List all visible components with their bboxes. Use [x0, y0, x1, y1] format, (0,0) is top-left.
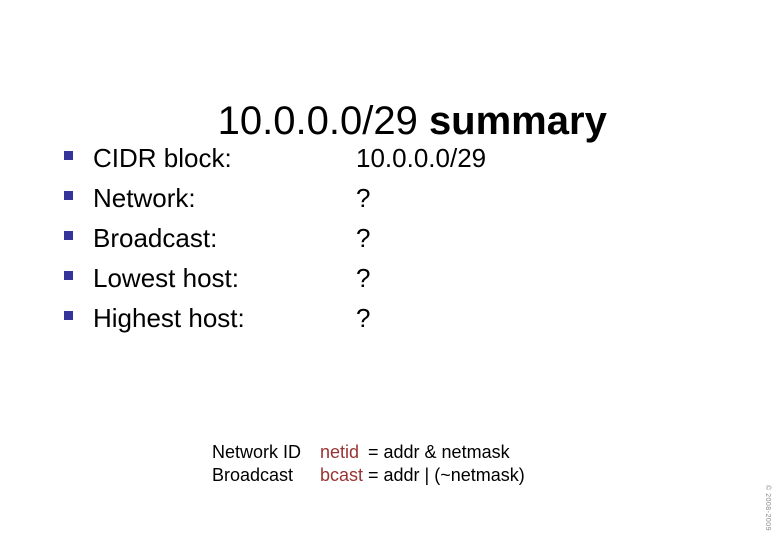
formula-row-bcast: Broadcast bcast = addr | (~netmask) [212, 464, 525, 487]
bullet-row-lowest-host: Lowest host: ? [63, 263, 703, 303]
formula-expression: = addr & netmask [368, 442, 510, 462]
formula-term: netid [320, 442, 360, 462]
bullet-value: ? [356, 303, 371, 333]
formula-row-netid: Network ID netid = addr & netmask [212, 441, 525, 464]
formula-name: Broadcast [212, 465, 294, 485]
formula-term: bcast [320, 465, 364, 485]
bullet-row-highest-host: Highest host: ? [63, 303, 703, 343]
copyright-vertical-text: © 2008-2009 [764, 485, 771, 532]
slide-title: 10.0.0.0/29 summary [0, 55, 780, 187]
formula-name: Network ID [212, 442, 302, 462]
bullet-label: CIDR block: [93, 143, 232, 173]
bullet-square-icon [64, 191, 73, 200]
bullet-value: 10.0.0.0/29 [356, 143, 487, 173]
bullet-value: ? [356, 223, 371, 253]
bullet-square-icon [64, 231, 73, 240]
formula-expression: = addr | (~netmask) [368, 465, 525, 485]
bullet-label: Network: [93, 183, 196, 213]
bullet-value: ? [356, 183, 371, 213]
bullet-square-icon [64, 271, 73, 280]
bullet-label: Lowest host: [93, 263, 239, 293]
formula-block: Network ID netid = addr & netmask Broadc… [212, 441, 525, 487]
bullet-square-icon [64, 151, 73, 160]
slide-title-emphasis: summary [428, 99, 607, 143]
bullet-label: Broadcast: [93, 223, 218, 253]
slide-title-prefix: 10.0.0.0/29 [217, 99, 429, 143]
bullet-row-network: Network: ? [63, 183, 703, 223]
bullet-label: Highest host: [93, 303, 245, 333]
summary-bullet-list: CIDR block: 10.0.0.0/29 Network: ? Broad… [63, 143, 703, 343]
bullet-row-broadcast: Broadcast: ? [63, 223, 703, 263]
bullet-square-icon [64, 311, 73, 320]
bullet-row-cidr-block: CIDR block: 10.0.0.0/29 [63, 143, 703, 183]
bullet-value: ? [356, 263, 371, 293]
